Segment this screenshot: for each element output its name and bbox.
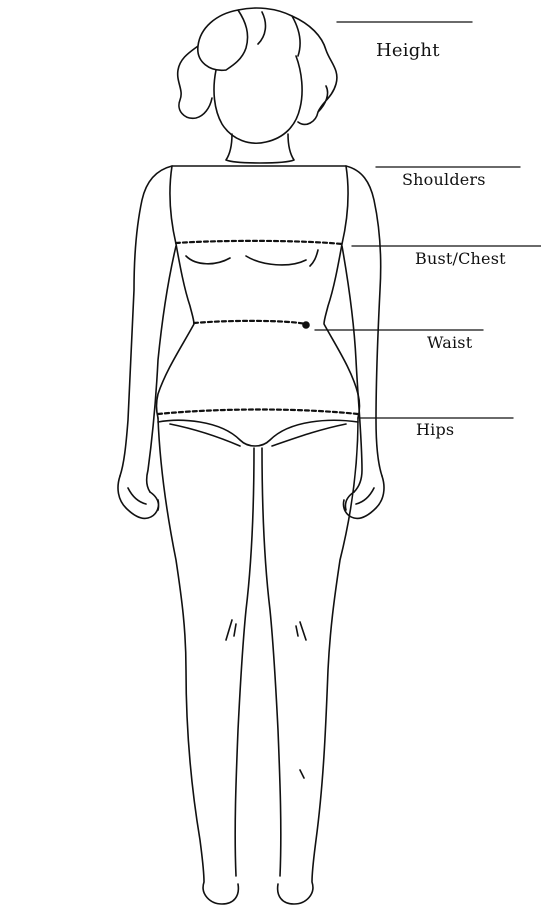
waist-label: Waist bbox=[427, 333, 472, 352]
bust-chest-label: Bust/Chest bbox=[415, 249, 506, 268]
measurement-lines bbox=[158, 241, 358, 414]
bust-measure-line bbox=[176, 241, 342, 244]
left-hand bbox=[118, 476, 159, 518]
height-label: Height bbox=[376, 40, 440, 61]
bust-detail bbox=[186, 250, 318, 266]
leader-lines bbox=[315, 22, 541, 418]
right-leg bbox=[262, 418, 358, 904]
left-leg bbox=[158, 418, 254, 904]
waist-marker-dot bbox=[303, 322, 309, 328]
hips-label: Hips bbox=[416, 420, 454, 439]
shoulders-label: Shoulders bbox=[402, 170, 486, 189]
left-arm bbox=[120, 166, 176, 492]
hair bbox=[178, 8, 337, 124]
underwear bbox=[158, 420, 358, 446]
knee-details bbox=[226, 620, 306, 778]
torso bbox=[157, 166, 360, 418]
right-arm bbox=[342, 166, 382, 492]
waist-measure-line bbox=[194, 321, 306, 324]
hips-measure-line bbox=[158, 410, 358, 415]
